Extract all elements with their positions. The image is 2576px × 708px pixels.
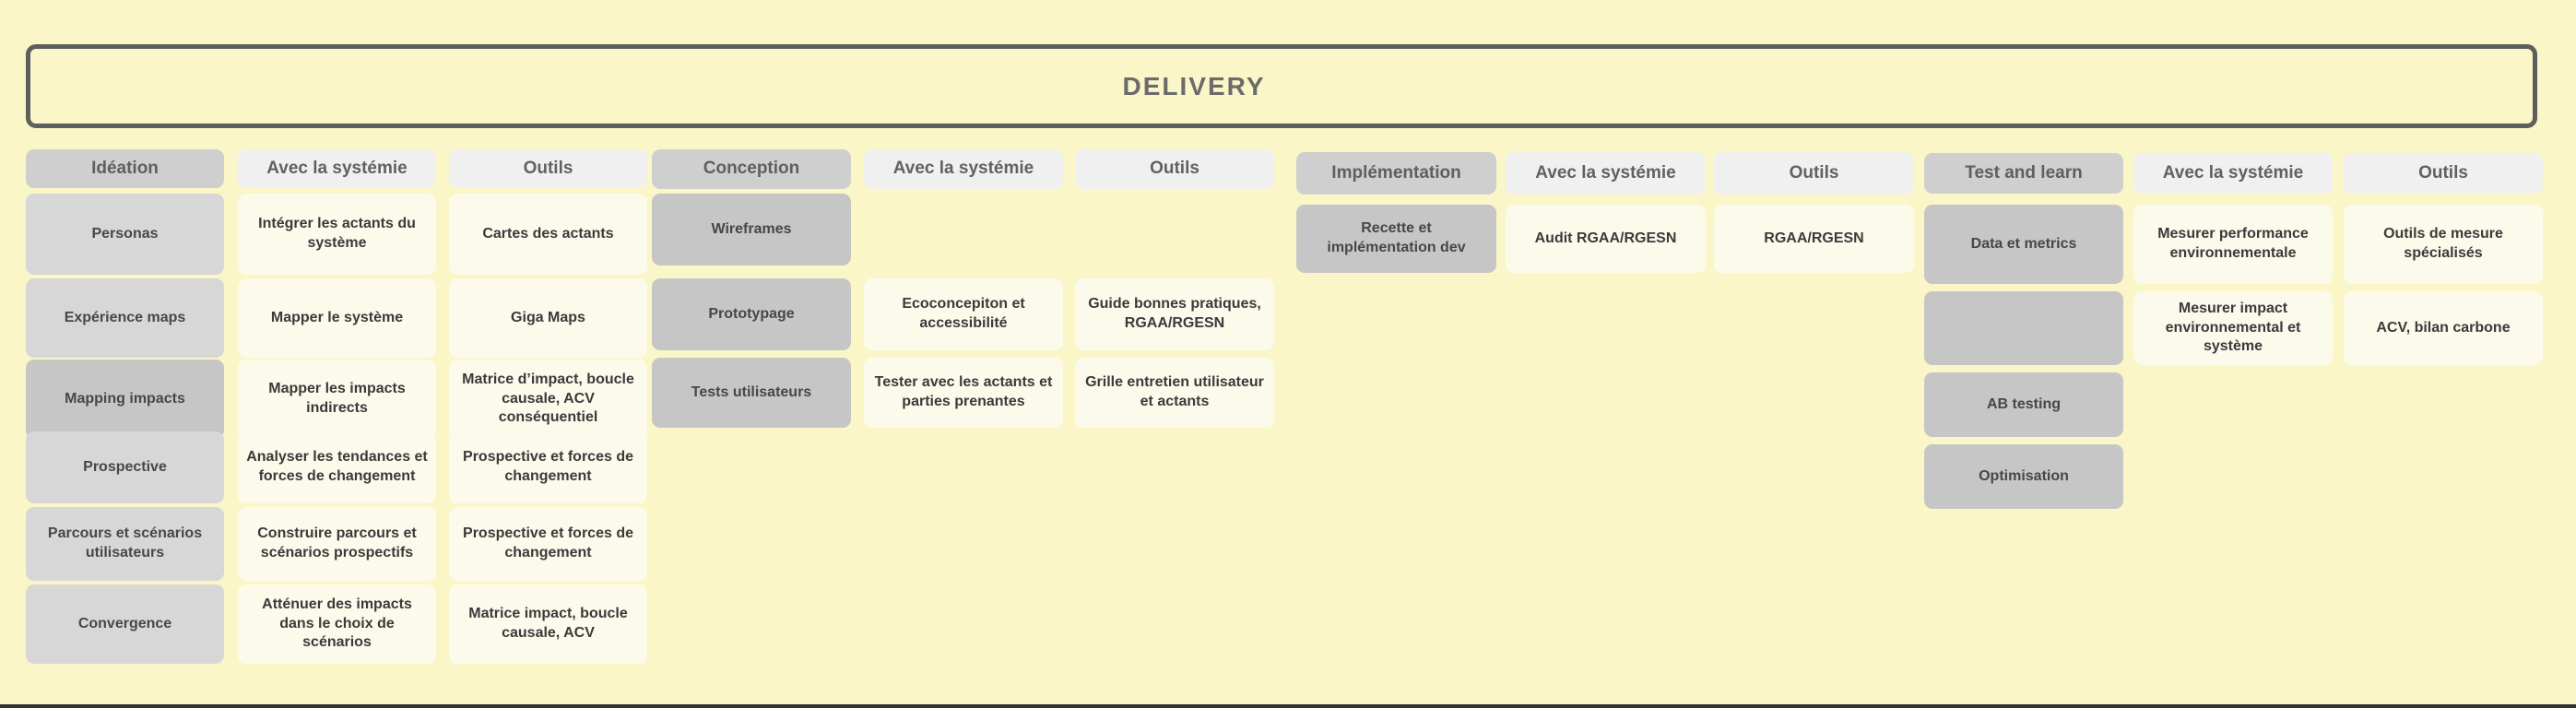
sticky-text: Idéation [91, 158, 159, 178]
sticky-text: Cartes des actants [482, 225, 614, 242]
sticky-matrice-impact-boucle-causale[interactable]: Matrice impact, boucle causale, ACV [449, 584, 647, 664]
sticky-text: Construire parcours et scénarios prospec… [257, 525, 417, 560]
sticky-text: Mapping impacts [65, 390, 185, 407]
sticky-text: Wireframes [711, 220, 792, 237]
sticky-prospective-et-forces-de[interactable]: Prospective et forces de changement [449, 507, 647, 581]
sticky-optimisation[interactable]: Optimisation [1924, 444, 2123, 509]
sticky-ecoconcepiton-et-accessibilite[interactable]: Ecoconcepiton et accessibilité [864, 278, 1063, 350]
sticky-outils-de-mesure-specialises[interactable]: Outils de mesure spécialisés [2344, 205, 2543, 284]
sticky-text: RGAA/RGESN [1764, 230, 1864, 246]
sticky-prospective[interactable]: Prospective [26, 431, 224, 503]
sticky-recette-et-implementation-dev[interactable]: Recette et implémentation dev [1296, 205, 1496, 273]
sticky-text: Audit RGAA/RGESN [1534, 230, 1677, 246]
sticky-text: Test and learn [1965, 162, 2083, 183]
sticky-mesurer-performance-environnementale[interactable]: Mesurer performance environnementale [2133, 205, 2333, 284]
sticky-text: Avec la systémie [892, 159, 1034, 179]
sticky-text: Mapper les impacts indirects [268, 381, 406, 416]
sticky-text: Analyser les tendances et forces de chan… [246, 449, 428, 484]
sticky-experience-maps[interactable]: Expérience maps [26, 278, 224, 358]
sticky-audit-rgaa-rgesn[interactable]: Audit RGAA/RGESN [1506, 205, 1706, 273]
sticky-text: Mesurer impact environnemental et systèm… [2165, 300, 2301, 355]
sticky-text: Convergence [77, 615, 172, 631]
sticky-cartes-des-actants[interactable]: Cartes des actants [449, 194, 647, 275]
sticky-text: Data et metrics [1970, 235, 2077, 252]
header-avec-la-systemie[interactable]: Avec la systémie [864, 149, 1063, 189]
sticky-text: Expérience maps [64, 309, 186, 325]
header-conception[interactable]: Conception [652, 149, 851, 189]
sticky-text: Implémentation [1331, 162, 1461, 183]
sticky-text: Prototypage [708, 305, 795, 322]
sticky-text: Prospective et forces de changement [463, 449, 633, 484]
sticky-analyser-les-tendances-et[interactable]: Analyser les tendances et forces de chan… [238, 431, 436, 503]
sticky-data-et-metrics[interactable]: Data et metrics [1924, 205, 2123, 284]
sticky-construire-parcours-et-scenarios[interactable]: Construire parcours et scénarios prospec… [238, 507, 436, 581]
header-outils[interactable]: Outils [2344, 153, 2543, 194]
frame-title: DELIVERY [1122, 71, 1266, 100]
sticky-text: Outils [523, 158, 573, 178]
sticky-prospective-et-forces-de[interactable]: Prospective et forces de changement [449, 431, 647, 503]
sticky-integrer-les-actants-du[interactable]: Intégrer les actants du système [238, 194, 436, 275]
sticky-empty[interactable] [1924, 291, 2123, 365]
sticky-mesurer-impact-environnemental-et[interactable]: Mesurer impact environnemental et systèm… [2133, 291, 2333, 365]
header-outils[interactable]: Outils [1714, 152, 1914, 195]
header-avec-la-systemie[interactable]: Avec la systémie [2133, 153, 2333, 194]
header-avec-la-systemie[interactable]: Avec la systémie [1506, 152, 1706, 195]
header-implementation[interactable]: Implémentation [1296, 152, 1496, 195]
sticky-ab-testing[interactable]: AB testing [1924, 372, 2123, 437]
sticky-tester-avec-les-actants[interactable]: Tester avec les actants et parties prena… [864, 358, 1063, 428]
sticky-guide-bonnes-pratiques-rgaa[interactable]: Guide bonnes pratiques, RGAA/RGESN [1075, 278, 1274, 350]
sticky-text: Giga Maps [511, 309, 585, 325]
sticky-text: AB testing [1987, 395, 2061, 412]
sticky-text: Mapper le système [270, 309, 404, 325]
sticky-text: ACV, bilan carbone [2376, 319, 2511, 336]
sticky-text: Grille entretien utilisateur et actants [1085, 374, 1264, 409]
sticky-rgaa-rgesn[interactable]: RGAA/RGESN [1714, 205, 1914, 273]
sticky-text: Intégrer les actants du système [258, 216, 416, 251]
sticky-convergence[interactable]: Convergence [26, 584, 224, 664]
sticky-mapping-impacts[interactable]: Mapping impacts [26, 360, 224, 439]
sticky-text: Tester avec les actants et parties prena… [874, 374, 1053, 409]
sticky-text: Avec la systémie [1535, 162, 1676, 183]
header-outils[interactable]: Outils [449, 149, 647, 188]
header-avec-la-systemie[interactable]: Avec la systémie [238, 149, 436, 188]
sticky-text: Outils de mesure spécialisés [2383, 226, 2503, 261]
header-ideation[interactable]: Idéation [26, 149, 224, 188]
sticky-tests-utilisateurs[interactable]: Tests utilisateurs [652, 358, 851, 428]
sticky-parcours-et-scenarios-utilisateurs[interactable]: Parcours et scénarios utilisateurs [26, 507, 224, 581]
sticky-wireframes[interactable]: Wireframes [652, 194, 851, 266]
sticky-mapper-les-impacts-indirects[interactable]: Mapper les impacts indirects [238, 360, 436, 439]
sticky-matrice-d-impact-boucle[interactable]: Matrice d’impact, boucle causale, ACV co… [449, 360, 647, 439]
sticky-text: Mesurer performance environnementale [2157, 226, 2309, 261]
sticky-text: Outils [1789, 162, 1839, 183]
sticky-giga-maps[interactable]: Giga Maps [449, 278, 647, 358]
sticky-text: Recette et implémentation dev [1327, 220, 1466, 255]
sticky-text: Personas [91, 225, 159, 242]
sticky-text: Guide bonnes pratiques, RGAA/RGESN [1088, 296, 1261, 331]
sticky-text: Matrice d’impact, boucle causale, ACV co… [462, 371, 634, 426]
sticky-text: Outils [1150, 159, 1199, 179]
delivery-frame-box[interactable]: DELIVERY [26, 44, 2537, 128]
header-outils[interactable]: Outils [1075, 149, 1274, 189]
sticky-text: Outils [2418, 162, 2468, 183]
sticky-text: Avec la systémie [2162, 162, 2304, 183]
sticky-text: Atténuer des impacts dans le choix de sc… [262, 596, 412, 651]
sticky-prototypage[interactable]: Prototypage [652, 278, 851, 350]
sticky-text: Optimisation [1979, 467, 2069, 484]
sticky-text: Matrice impact, boucle causale, ACV [468, 606, 628, 641]
sticky-mapper-le-systeme[interactable]: Mapper le système [238, 278, 436, 358]
sticky-text: Avec la systémie [266, 158, 408, 178]
sticky-text: Prospective [83, 458, 167, 475]
screen-bottom-edge [0, 704, 2576, 708]
sticky-text: Parcours et scénarios utilisateurs [47, 525, 203, 560]
sticky-text: Prospective et forces de changement [463, 525, 633, 560]
sticky-acv-bilan-carbone[interactable]: ACV, bilan carbone [2344, 291, 2543, 365]
sticky-attenuer-des-impacts-dans[interactable]: Atténuer des impacts dans le choix de sc… [238, 584, 436, 664]
sticky-grille-entretien-utilisateur-et[interactable]: Grille entretien utilisateur et actants [1075, 358, 1274, 428]
sticky-personas[interactable]: Personas [26, 194, 224, 275]
sticky-text: Ecoconcepiton et accessibilité [902, 296, 1025, 331]
sticky-text: Tests utilisateurs [691, 384, 812, 400]
sticky-text: Conception [703, 159, 800, 179]
header-test-and-learn[interactable]: Test and learn [1924, 153, 2123, 194]
